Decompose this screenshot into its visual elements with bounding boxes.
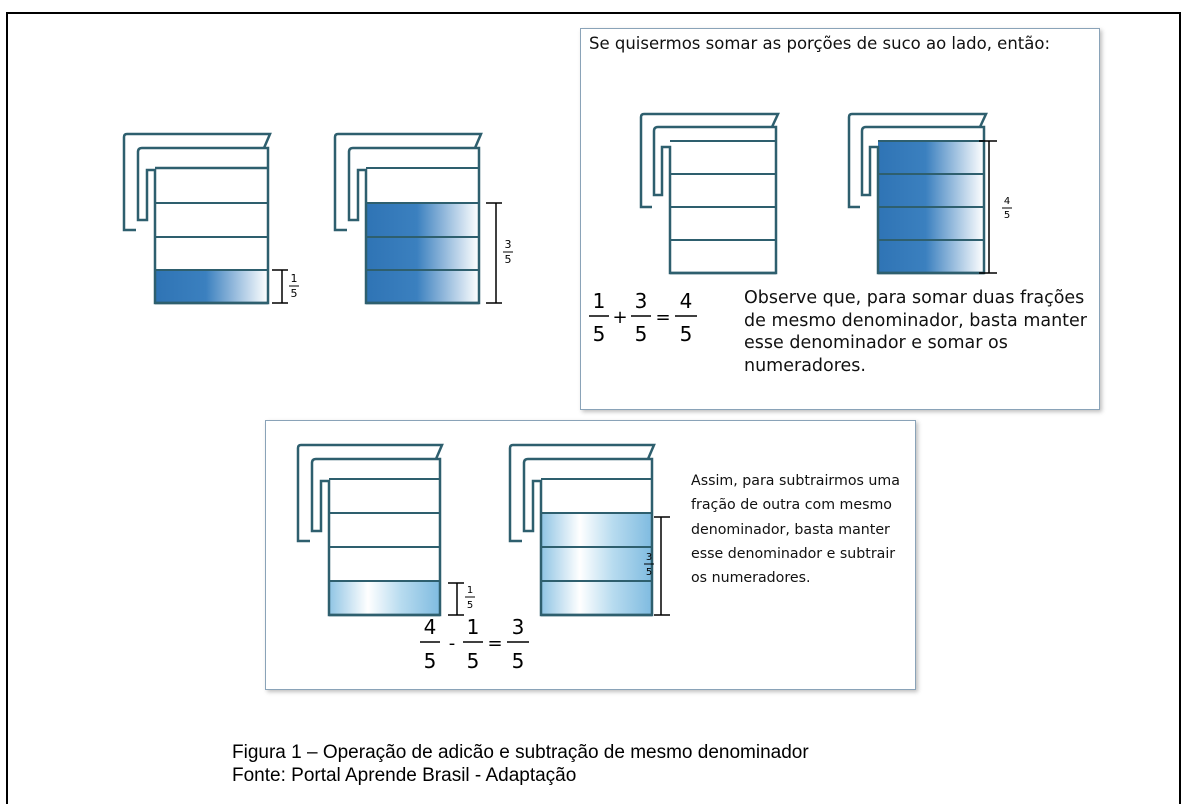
- eq-a-num: 1: [593, 289, 606, 313]
- jar2-label-num: 3: [505, 238, 512, 251]
- eq-a-den: 5: [593, 322, 606, 346]
- jar-one-fifth-light: 1 5: [296, 443, 475, 617]
- subtraction-panel: 1 5 3 5 4 5 - 1 5 = 3: [265, 420, 916, 690]
- addition-panel: Se quisermos somar as porções de suco ao…: [580, 28, 1100, 410]
- sub-jar2-label-den: 5: [646, 567, 652, 578]
- jar-four-fifths: 4 5: [847, 112, 1012, 275]
- sub-jar1-label-num: 1: [467, 585, 473, 596]
- sub-eq-r-num: 3: [512, 615, 525, 639]
- left-jars-diagram: 1 5 3 5: [122, 132, 513, 305]
- figure-frame: [6, 12, 1181, 804]
- jar-one-fifth: 1 5: [122, 132, 299, 305]
- sub-eq-op: -: [449, 633, 456, 654]
- sub-jar2-label-num: 3: [646, 552, 652, 563]
- subtraction-jars-diagram: 1 5 3 5: [296, 443, 670, 617]
- addition-jars-diagram: 4 5: [639, 112, 1012, 275]
- sub-eq-a-num: 4: [424, 615, 437, 639]
- subtraction-equation: 4 5 - 1 5 = 3 5: [420, 615, 529, 673]
- jar-empty: [639, 112, 780, 275]
- subtraction-explanation-text: Assim, para subtrairmos uma fração de ou…: [691, 473, 900, 587]
- sub-eq-r-den: 5: [512, 649, 525, 673]
- sub-eq-a-den: 5: [424, 649, 437, 673]
- jar-three-fifths-light: 3 5: [508, 443, 670, 617]
- sub-eq-equals: =: [487, 633, 502, 654]
- jar-three-fifths: 3 5: [333, 132, 513, 305]
- addition-explanation-text: Observe que, para somar duas frações de …: [744, 288, 1088, 376]
- eq-r-den: 5: [680, 322, 693, 346]
- sub-jar1-label-den: 5: [467, 600, 473, 611]
- eq-b-num: 3: [635, 289, 648, 313]
- figure-caption-source: Fonte: Portal Aprende Brasil - Adaptação: [232, 765, 577, 786]
- eq-r-num: 4: [680, 289, 693, 313]
- sub-eq-b-den: 5: [467, 649, 480, 673]
- eq-b-den: 5: [635, 322, 648, 346]
- figure-caption-title: Figura 1 – Operação de adicão e subtraçã…: [232, 742, 809, 763]
- add-jar-label-num: 4: [1004, 196, 1010, 207]
- jar1-label-num: 1: [291, 272, 298, 285]
- jar2-label-den: 5: [505, 253, 512, 266]
- addition-equation: 1 5 + 3 5 = 4 5: [589, 289, 697, 346]
- addition-intro-text: Se quisermos somar as porções de suco ao…: [589, 34, 1051, 53]
- eq-op: +: [612, 307, 627, 328]
- sub-eq-b-num: 1: [467, 615, 480, 639]
- eq-equals: =: [655, 307, 670, 328]
- add-jar-label-den: 5: [1004, 210, 1010, 221]
- jar1-label-den: 5: [291, 287, 298, 300]
